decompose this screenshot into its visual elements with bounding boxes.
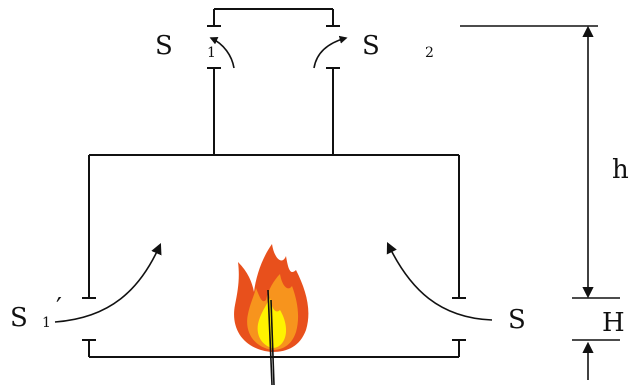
chamber-outline [88, 154, 460, 358]
height-dimension-H [572, 339, 620, 380]
label-s2-top-sub: 2 [425, 45, 434, 61]
label-s-right: S [508, 305, 526, 335]
right-inlet-opening [452, 297, 466, 341]
label-s1-top-sub: 1 [207, 45, 216, 61]
inflow-arrow-right [386, 241, 493, 321]
outflow-arrow-left [209, 37, 235, 69]
label-s1-prime-mark: ′ [56, 293, 62, 323]
label-s1-prime-sub: 1 [42, 315, 51, 331]
label-H: H [602, 308, 625, 338]
label-h: h [612, 155, 629, 185]
inflow-arrow-left [54, 242, 162, 323]
flame-icon [234, 244, 309, 386]
left-inlet-opening [82, 297, 96, 341]
label-s1-top: S [155, 31, 173, 61]
height-dimension-h [460, 25, 620, 299]
label-s2-top: S [362, 31, 380, 61]
outflow-arrow-right [313, 35, 348, 69]
chimney-stacks [207, 8, 340, 155]
label-s1-prime: S [10, 303, 28, 333]
